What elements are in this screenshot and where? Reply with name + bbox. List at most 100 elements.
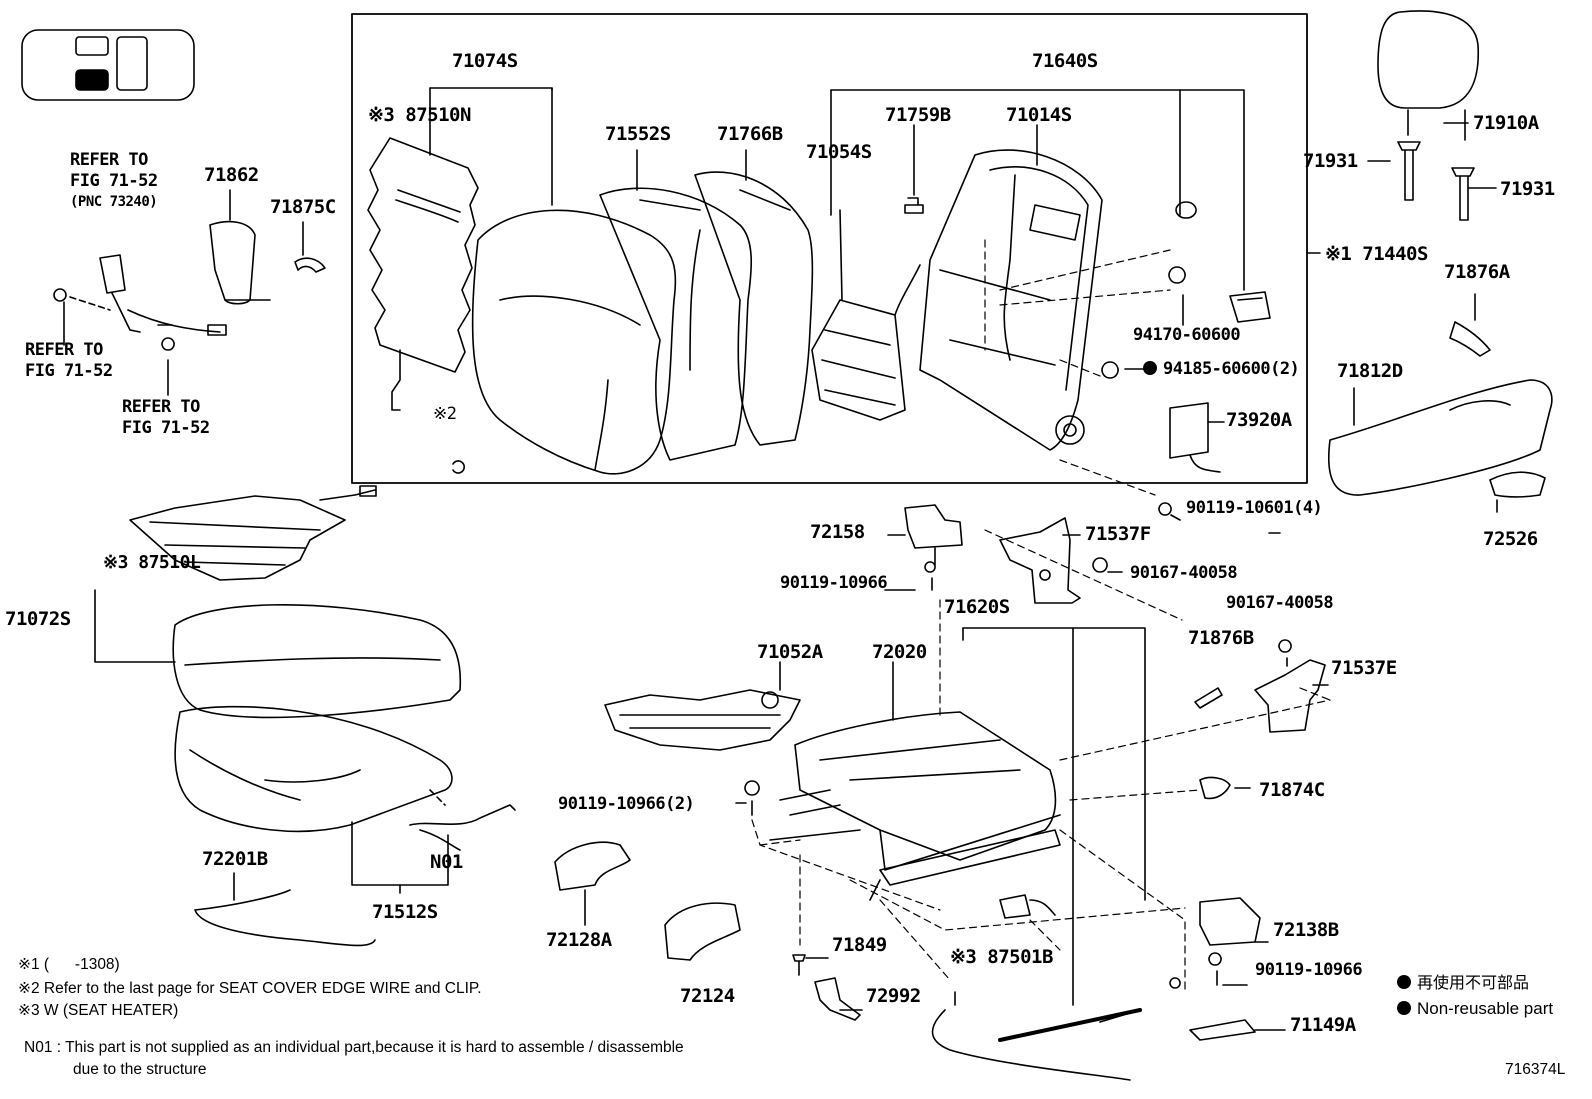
label-90119-10966-c: 90119-10966 bbox=[1255, 960, 1363, 980]
lift-cable bbox=[931, 1009, 1131, 1081]
cover-72124 bbox=[664, 902, 741, 961]
label-71052A: 71052A bbox=[757, 641, 823, 663]
cover-71862 bbox=[209, 220, 271, 305]
label-90119-10966-a: 90119-10966 bbox=[780, 573, 888, 593]
label-71812D: 71812D bbox=[1337, 360, 1403, 382]
label-94185-text: 94185-60600(2) bbox=[1163, 359, 1300, 379]
seat-belt-buckle bbox=[53, 254, 227, 336]
label-71849: 71849 bbox=[832, 934, 887, 956]
note-n01: N01 : This part is not supplied as an in… bbox=[24, 1039, 684, 1056]
seatback-group-box bbox=[351, 13, 1308, 484]
legend-dot-icon bbox=[1397, 1001, 1411, 1015]
legend-english: Non-reusable part bbox=[1397, 1000, 1553, 1017]
bracket-72138B bbox=[1199, 897, 1261, 946]
seatback-pad-71766B bbox=[694, 171, 814, 446]
module-73920A bbox=[1169, 402, 1221, 473]
cover-72526 bbox=[1489, 471, 1546, 498]
seatback-frame-71014S bbox=[919, 149, 1103, 451]
refer-1-line3: (PNC 73240) bbox=[70, 194, 158, 210]
cover-71876B bbox=[1194, 687, 1223, 709]
label-71874C: 71874C bbox=[1259, 779, 1325, 801]
legend-dot-icon bbox=[1397, 975, 1411, 989]
seat-cushion-cover-71072S bbox=[172, 604, 462, 719]
label-71149A: 71149A bbox=[1290, 1014, 1356, 1036]
refer-3-line2: FIG 71-52 bbox=[122, 418, 210, 438]
bracket-71537E bbox=[1254, 659, 1326, 733]
label-71931-right: 71931 bbox=[1500, 178, 1555, 200]
label-72992: 72992 bbox=[866, 985, 921, 1007]
label-72138B: 72138B bbox=[1273, 919, 1339, 941]
cover-71876A bbox=[1449, 321, 1491, 357]
cushion-spring-71052A bbox=[604, 689, 801, 751]
label-72020: 72020 bbox=[872, 641, 927, 663]
label-71552S: 71552S bbox=[605, 123, 671, 145]
label-71072S: 71072S bbox=[5, 608, 71, 630]
non-reusable-dot-icon bbox=[1143, 361, 1157, 375]
label-72128A: 72128A bbox=[546, 929, 612, 951]
seatback-cover-71552S bbox=[599, 187, 753, 461]
nut-94170-60600 bbox=[1168, 266, 1186, 284]
refer-1-line1: REFER TO bbox=[70, 150, 148, 170]
headrest-71910A bbox=[1377, 10, 1480, 141]
label-71512S: 71512S bbox=[372, 901, 438, 923]
wire-72201B bbox=[194, 889, 376, 947]
clip-71759B bbox=[904, 197, 924, 214]
label-71766B: 71766B bbox=[717, 123, 783, 145]
clip-71849 bbox=[792, 954, 806, 976]
sensor-N01 bbox=[409, 804, 516, 826]
label-71054S: 71054S bbox=[806, 141, 872, 163]
label-note-2-mark: ※2 bbox=[433, 404, 457, 424]
headrest-support-71931 bbox=[1397, 141, 1475, 221]
legend-en-text: Non-reusable part bbox=[1417, 999, 1554, 1018]
label-71876B: 71876B bbox=[1188, 627, 1254, 649]
bracket-71537F bbox=[999, 517, 1081, 604]
cap-71874C bbox=[1199, 776, 1231, 800]
label-87510N: ※3 87510N bbox=[368, 104, 471, 126]
seat-frame-72020 bbox=[769, 711, 1061, 901]
label-73920A: 73920A bbox=[1226, 409, 1292, 431]
seatback-spring-71054S bbox=[811, 209, 921, 421]
bracket-72992 bbox=[814, 977, 861, 1021]
label-90167-40058-b: 90167-40058 bbox=[1226, 593, 1334, 613]
refer-label-2: REFER TO FIG 71-52 bbox=[25, 340, 113, 382]
label-72158: 72158 bbox=[810, 521, 865, 543]
label-87510L: ※3 87510L bbox=[103, 552, 201, 573]
label-87501B: ※3 87501B bbox=[950, 946, 1053, 968]
note-1: ※1 ( -1308) bbox=[18, 956, 120, 973]
lumbar-connector bbox=[1229, 291, 1271, 323]
refer-label-1: REFER TO FIG 71-52 (PNC 73240) bbox=[70, 150, 158, 213]
harness-87501B bbox=[999, 894, 1031, 919]
label-72526: 72526 bbox=[1483, 528, 1538, 550]
seatback-heater-mat-87510N bbox=[367, 137, 479, 411]
cable-71149A bbox=[1189, 1019, 1286, 1041]
label-N01: N01 bbox=[430, 851, 463, 873]
label-71862: 71862 bbox=[204, 164, 259, 186]
cover-72128A bbox=[554, 841, 631, 891]
bracket-upper bbox=[1175, 201, 1197, 219]
refer-2-line2: FIG 71-52 bbox=[25, 361, 113, 381]
figure-id: 716374L bbox=[1505, 1061, 1566, 1078]
label-90119-10601: 90119-10601(4) bbox=[1186, 498, 1323, 518]
legend-japanese: 再使用不可部品 bbox=[1397, 975, 1529, 992]
seatback-cover-71074S bbox=[471, 209, 677, 475]
note-n01-cont: due to the structure bbox=[73, 1061, 207, 1078]
label-71876A: 71876A bbox=[1444, 261, 1510, 283]
seat-cushion-pad-71512S bbox=[174, 705, 453, 833]
note-3: ※3 W (SEAT HEATER) bbox=[18, 1002, 179, 1019]
label-71759B: 71759B bbox=[885, 104, 951, 126]
label-90167-40058-a: 90167-40058 bbox=[1130, 563, 1238, 583]
label-71875C: 71875C bbox=[270, 196, 336, 218]
bracket-72158 bbox=[904, 504, 963, 549]
label-71074S: 71074S bbox=[452, 50, 518, 72]
label-72124: 72124 bbox=[680, 985, 735, 1007]
label-72201B: 72201B bbox=[202, 848, 268, 870]
label-71537E: 71537E bbox=[1331, 657, 1397, 679]
cushion-heater-mat-87510L bbox=[129, 485, 377, 581]
label-71537F: 71537F bbox=[1085, 523, 1151, 545]
label-71440S: ※1 71440S bbox=[1325, 243, 1428, 265]
label-71620S: 71620S bbox=[944, 596, 1010, 618]
legend-jp-text: 再使用不可部品 bbox=[1417, 975, 1530, 992]
nut-94185 bbox=[1101, 361, 1119, 379]
refer-3-line1: REFER TO bbox=[122, 397, 200, 417]
